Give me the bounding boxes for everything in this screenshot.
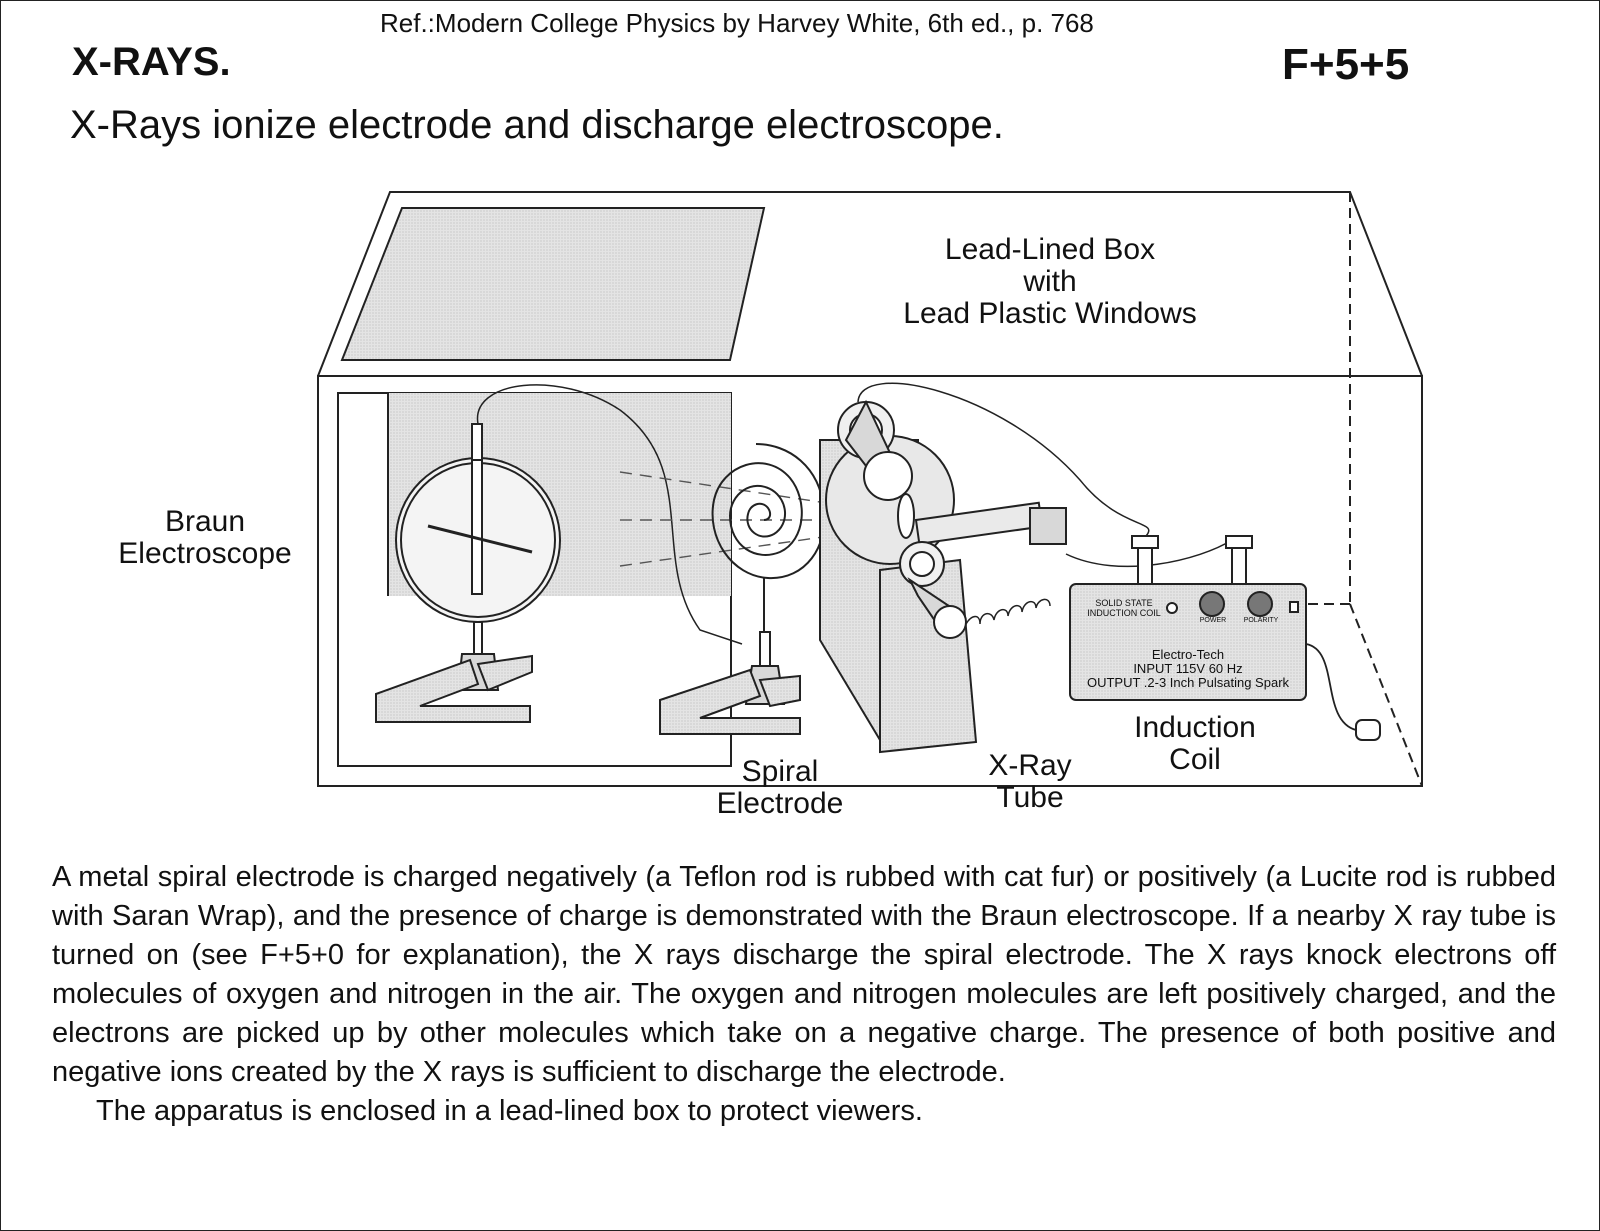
coil-panel-left-line2: INDUCTION COIL <box>1087 608 1161 618</box>
xray-label-line2: Tube <box>996 781 1064 814</box>
page-subtitle: X-Rays ionize electrode and discharge el… <box>70 103 1004 147</box>
demo-code: F+5+5 <box>1282 40 1410 89</box>
x-ray-lines <box>619 471 901 567</box>
electroscope-wire <box>476 384 743 645</box>
description-paragraph-1: A metal spiral electrode is charged nega… <box>52 861 1556 1088</box>
coil-label-line2: Coil <box>1169 743 1221 776</box>
box-label: Lead-Lined Box with Lead Plastic Windows <box>880 234 1220 330</box>
tube-wire-top <box>857 382 1150 537</box>
description-paragraph-2: The apparatus is enclosed in a lead-line… <box>96 1095 923 1127</box>
reference-citation: Ref.:Modern College Physics by Harvey Wh… <box>380 8 1094 38</box>
x-ray-tube-label: X-Ray Tube <box>960 750 1100 814</box>
electroscope-label-line2: Electroscope <box>118 537 292 570</box>
coil-panel-left: SOLID STATE INDUCTION COIL <box>1076 598 1172 618</box>
box-label-line1: Lead-Lined Box <box>944 233 1156 266</box>
induction-coil <box>1069 535 1307 701</box>
top-window <box>340 207 766 361</box>
tube-coil-spring <box>965 598 1051 625</box>
box-label-line2: with <box>1023 265 1077 298</box>
electroscope-label: Braun Electroscope <box>100 506 310 570</box>
spiral-electrode-label: Spiral Electrode <box>700 756 860 820</box>
power-cord <box>1305 643 1357 731</box>
braun-electroscope <box>375 423 561 723</box>
coil-maker: Electro-Tech <box>1151 647 1225 662</box>
coil-input-spec: INPUT 115V 60 Hz <box>1133 661 1243 676</box>
xray-label-line1: X-Ray <box>988 749 1072 782</box>
coil-label-line1: Induction <box>1134 711 1256 744</box>
tube-wire-side <box>1065 539 1233 568</box>
page-title: X-RAYS. <box>72 40 231 84</box>
description-text: A metal spiral electrode is charged nega… <box>52 858 1556 1131</box>
induction-coil-label: Induction Coil <box>1110 712 1280 776</box>
coil-panel-info: Electro-Tech INPUT 115V 60 Hz OUTPUT .2-… <box>1070 648 1306 690</box>
coil-panel-left-line1: SOLID STATE <box>1095 598 1153 608</box>
polarity-knob-label: POLARITY <box>1243 617 1279 624</box>
spiral-label-line2: Electrode <box>716 787 844 820</box>
box-label-line3: Lead Plastic Windows <box>903 297 1197 330</box>
spiral-label-line1: Spiral <box>741 755 819 788</box>
spiral-electrode <box>659 443 826 735</box>
electroscope-label-line1: Braun <box>164 505 246 538</box>
power-plug <box>1355 719 1381 741</box>
x-ray-tube <box>819 399 1067 754</box>
coil-output-spec: OUTPUT .2-3 Inch Pulsating Spark <box>1086 675 1290 690</box>
power-knob-label: POWER <box>1199 617 1227 624</box>
